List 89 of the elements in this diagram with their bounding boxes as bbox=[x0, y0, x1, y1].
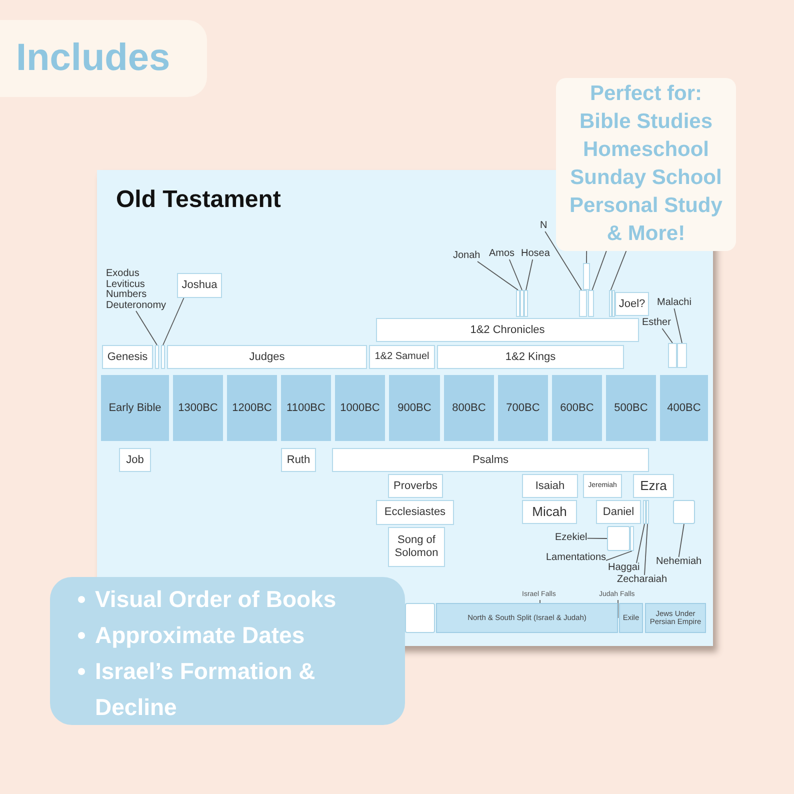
book-box: Song of Solomon bbox=[388, 527, 445, 567]
leader-line bbox=[678, 524, 684, 558]
book-box: Micah bbox=[522, 500, 577, 524]
book-bar bbox=[520, 290, 524, 317]
period-box: 1100BC bbox=[281, 375, 331, 441]
book-box: Judges bbox=[167, 345, 367, 369]
book-label: Exodus bbox=[106, 269, 140, 280]
card-text: Homeschool bbox=[582, 137, 710, 163]
card-text: Sunday School bbox=[569, 165, 723, 191]
book-bar bbox=[155, 345, 159, 369]
book-bar bbox=[646, 500, 649, 524]
period-box: 600BC bbox=[552, 375, 602, 441]
book-label: Numbers bbox=[106, 290, 148, 300]
book-label: Zecharaiah bbox=[617, 575, 668, 586]
book-label: Haggai bbox=[608, 563, 640, 574]
book-bar bbox=[583, 263, 590, 290]
book-box: Ruth bbox=[281, 448, 316, 472]
feature-card bbox=[50, 577, 405, 725]
leader-line bbox=[592, 250, 607, 290]
card-text: & More! bbox=[606, 221, 686, 247]
feature-card bbox=[556, 78, 736, 251]
book-bar bbox=[677, 343, 687, 368]
period-box: 700BC bbox=[498, 375, 548, 441]
book-box: Psalms bbox=[332, 448, 649, 472]
period-box: 500BC bbox=[606, 375, 656, 441]
book-box: Daniel bbox=[596, 500, 641, 524]
book-label: Esther bbox=[642, 318, 671, 328]
book-label: Malachi bbox=[657, 298, 692, 308]
card-text: Personal Study bbox=[568, 193, 724, 219]
book-box: Joel? bbox=[615, 292, 649, 316]
book-label: Hosea bbox=[521, 249, 550, 260]
leader-line bbox=[636, 524, 645, 564]
book-label: Jonah bbox=[453, 251, 480, 262]
period-box: 1200BC bbox=[227, 375, 277, 441]
book-bar bbox=[588, 290, 594, 317]
leader-line bbox=[586, 538, 608, 539]
period-box: 1300BC bbox=[173, 375, 223, 441]
title-banner: Includes bbox=[0, 20, 207, 97]
leader-line bbox=[644, 524, 648, 576]
book-box: Isaiah bbox=[522, 474, 578, 498]
period-box: 400BC bbox=[660, 375, 708, 441]
book-label: Leviticus bbox=[106, 280, 146, 290]
leader-line bbox=[477, 261, 518, 290]
period-box: 800BC bbox=[444, 375, 494, 441]
book-box: Ezra bbox=[633, 474, 674, 498]
leader-line bbox=[162, 298, 184, 346]
card-text: Perfect for: bbox=[588, 81, 704, 107]
book-box: Proverbs bbox=[388, 474, 443, 498]
period-box: 900BC bbox=[389, 375, 440, 441]
period-box: 1000BC bbox=[335, 375, 385, 441]
leader-line bbox=[586, 250, 588, 264]
leader-line bbox=[606, 550, 632, 561]
book-label: Deuteronomy bbox=[106, 300, 166, 311]
book-bar bbox=[579, 290, 587, 317]
book-label: Amos bbox=[489, 249, 515, 260]
book-box: 1&2 Chronicles bbox=[376, 318, 639, 342]
book-box: Genesis bbox=[102, 345, 153, 369]
bullet-item: Visual Order of Books bbox=[78, 581, 385, 617]
book-label: N bbox=[540, 221, 548, 232]
book-label: Nehemiah bbox=[656, 557, 702, 568]
leader-line bbox=[544, 231, 582, 290]
book-bar bbox=[612, 290, 615, 317]
book-box: Joshua bbox=[177, 273, 222, 298]
period-box: Early Bible bbox=[101, 375, 169, 441]
book-box: Job bbox=[119, 448, 151, 472]
bullet-item: Israel’s Formation & Decline bbox=[78, 653, 385, 725]
chart-title: Old Testament bbox=[116, 186, 281, 214]
leader-line bbox=[508, 259, 522, 290]
empty-box bbox=[673, 500, 695, 524]
leader-line bbox=[136, 310, 158, 346]
leader-line bbox=[674, 308, 682, 344]
bullet-item: Approximate Dates bbox=[78, 617, 385, 653]
book-bar bbox=[524, 290, 528, 317]
book-label: Ezekiel bbox=[555, 533, 588, 544]
book-bar bbox=[609, 290, 612, 317]
leader-line bbox=[662, 328, 673, 344]
card-text: Bible Studies bbox=[578, 109, 714, 135]
book-label: Lamentations bbox=[546, 553, 606, 564]
book-bar bbox=[161, 345, 165, 369]
book-box: 1&2 Samuel bbox=[369, 345, 435, 369]
book-bar bbox=[668, 343, 677, 368]
book-bar bbox=[630, 526, 634, 551]
leader-line bbox=[526, 259, 534, 290]
book-box: Ecclesiastes bbox=[376, 500, 454, 525]
book-box: 1&2 Kings bbox=[437, 345, 624, 369]
leader-line bbox=[610, 250, 627, 290]
book-bar bbox=[643, 500, 646, 524]
empty-box bbox=[607, 526, 630, 551]
book-bar bbox=[516, 290, 520, 317]
